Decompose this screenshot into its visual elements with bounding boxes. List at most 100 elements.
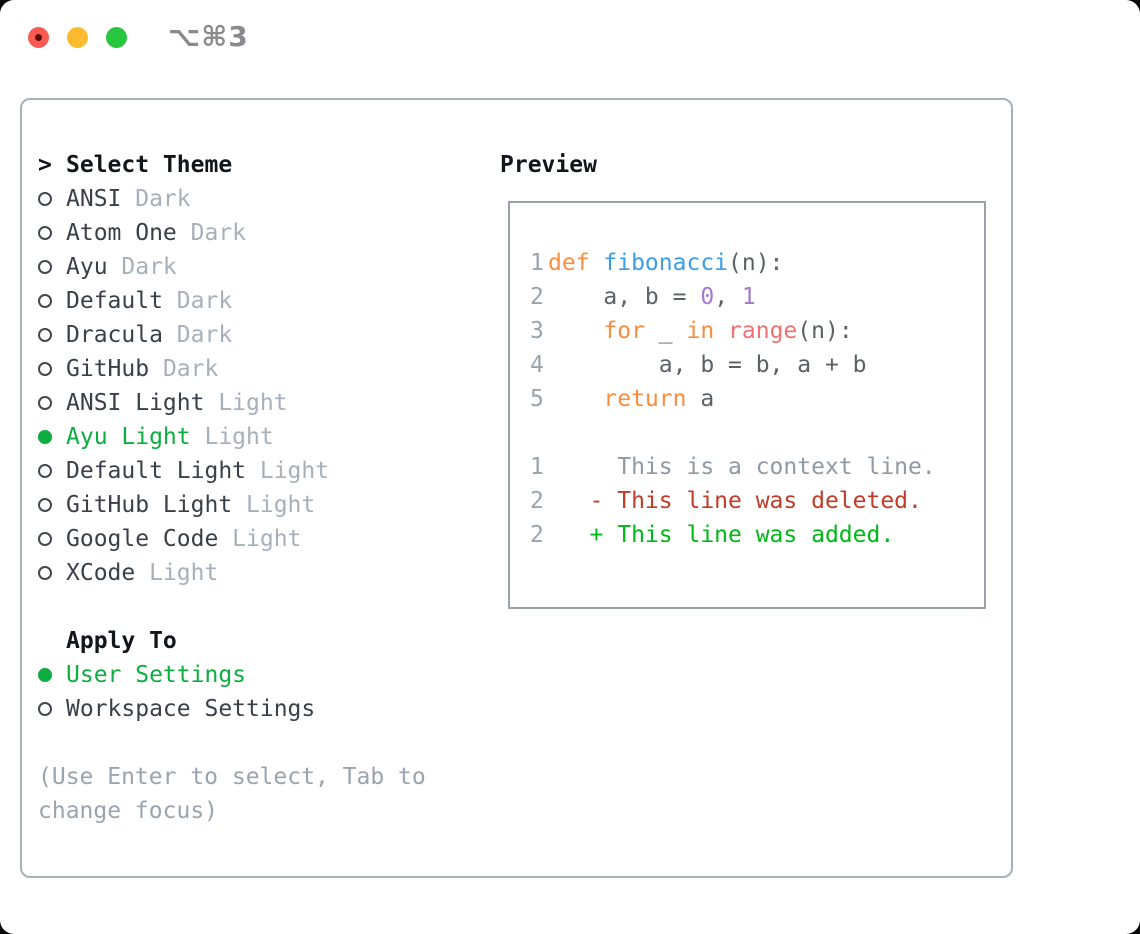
radio-icon xyxy=(38,226,52,240)
close-button[interactable] xyxy=(28,27,49,48)
window-title: ⌥⌘3 xyxy=(168,20,249,53)
radio-icon xyxy=(38,532,52,546)
theme-option-ansi-light[interactable]: ANSI Light Light xyxy=(38,386,426,420)
theme-option-ansi[interactable]: ANSI Dark xyxy=(38,182,426,216)
hint-line-1: (Use Enter to select, Tab to xyxy=(38,764,426,790)
code-token: This is a context line. xyxy=(548,454,936,480)
preview-title: Preview xyxy=(500,152,597,178)
zoom-button[interactable] xyxy=(106,27,127,48)
theme-option-github[interactable]: GitHub Dark xyxy=(38,352,426,386)
prompt-icon: > xyxy=(38,152,52,178)
option-label: GitHub xyxy=(66,356,150,382)
option-label: ANSI xyxy=(66,186,122,212)
option-label: Ayu Light xyxy=(66,424,191,450)
theme-option-ayu-light[interactable]: Ayu Light Light xyxy=(38,420,426,454)
option-label: ANSI Light xyxy=(66,390,205,416)
line-number: 5 xyxy=(530,386,544,412)
line-number: 1 xyxy=(530,250,544,276)
code-token: range xyxy=(728,318,798,344)
code-token: a, b = b, a + b xyxy=(548,352,867,378)
line-number: 2 xyxy=(530,488,544,514)
code-token: (n): xyxy=(728,250,784,276)
spacer xyxy=(38,726,426,760)
minimize-button[interactable] xyxy=(67,27,88,48)
line-number: 2 xyxy=(530,522,544,548)
code-token xyxy=(714,318,728,344)
select-theme-title: Select Theme xyxy=(66,152,233,178)
radio-icon xyxy=(38,328,52,342)
code-token: a xyxy=(686,386,715,412)
code-token: (n): xyxy=(797,318,853,344)
radio-icon xyxy=(38,294,52,308)
option-tag: Light xyxy=(204,424,274,450)
option-tag: Light xyxy=(218,390,288,416)
apply-to-title: Apply To xyxy=(66,628,177,654)
theme-option-dracula[interactable]: Dracula Dark xyxy=(38,318,426,352)
option-tag: Dark xyxy=(190,220,247,246)
radio-icon xyxy=(38,396,52,410)
theme-option-atom-one[interactable]: Atom One Dark xyxy=(38,216,426,250)
option-tag: Dark xyxy=(121,254,177,280)
radio-icon xyxy=(38,192,52,206)
code-token: def xyxy=(548,250,604,276)
line-number: 2 xyxy=(530,284,544,310)
preview-code-line: 2 - This line was deleted. xyxy=(530,488,984,522)
theme-option-github-light[interactable]: GitHub Light Light xyxy=(38,488,426,522)
spacer xyxy=(38,590,426,624)
code-token: in xyxy=(686,318,715,344)
option-tag: Light xyxy=(259,458,330,484)
preview-header: Preview xyxy=(500,148,986,182)
apply-option-workspace-settings[interactable]: Workspace Settings xyxy=(38,692,426,726)
hint-line-2: change focus) xyxy=(38,798,219,824)
code-token: return xyxy=(603,386,687,412)
option-tag: Dark xyxy=(135,186,191,212)
option-label: Default Light xyxy=(66,458,247,484)
option-tag: Light xyxy=(246,492,316,518)
option-label: GitHub Light xyxy=(66,492,233,518)
radio-icon xyxy=(38,362,52,376)
theme-option-default-light[interactable]: Default Light Light xyxy=(38,454,426,488)
radio-icon xyxy=(38,498,52,512)
code-token: for xyxy=(603,318,645,344)
preview-code-line: 2 a, b = 0, 1 xyxy=(530,284,984,318)
option-label: XCode xyxy=(66,560,136,586)
option-label: Ayu xyxy=(66,254,108,280)
code-token: a, b = xyxy=(548,284,701,310)
preview-code-line: 5 return a xyxy=(530,386,984,420)
radio-icon xyxy=(38,464,52,478)
code-token xyxy=(548,386,603,412)
line-number: 3 xyxy=(530,318,544,344)
code-token: 0 xyxy=(700,284,715,310)
option-label: Dracula xyxy=(66,322,163,348)
option-label: Default xyxy=(66,288,163,314)
code-token: - This line was deleted. xyxy=(548,488,922,514)
option-label: Workspace Settings xyxy=(66,696,316,722)
code-token: _ xyxy=(644,318,687,344)
code-token: 1 xyxy=(741,284,756,310)
preview-blank-line xyxy=(530,420,984,454)
traffic-lights xyxy=(28,27,127,48)
option-tag: Dark xyxy=(162,356,219,382)
option-label: Atom One xyxy=(66,220,177,246)
preview-code-line: 2 + This line was added. xyxy=(530,522,984,556)
theme-option-ayu[interactable]: Ayu Dark xyxy=(38,250,426,284)
option-tag: Light xyxy=(232,526,302,552)
apply-option-user-settings[interactable]: User Settings xyxy=(38,658,426,692)
title-bar: ⌥⌘3 xyxy=(0,0,1140,74)
option-tag: Dark xyxy=(176,322,233,348)
line-number: 1 xyxy=(530,454,544,480)
select-theme-header: > Select Theme xyxy=(38,148,426,182)
radio-selected-icon xyxy=(38,668,52,682)
apply-to-header: Apply To xyxy=(38,624,426,658)
